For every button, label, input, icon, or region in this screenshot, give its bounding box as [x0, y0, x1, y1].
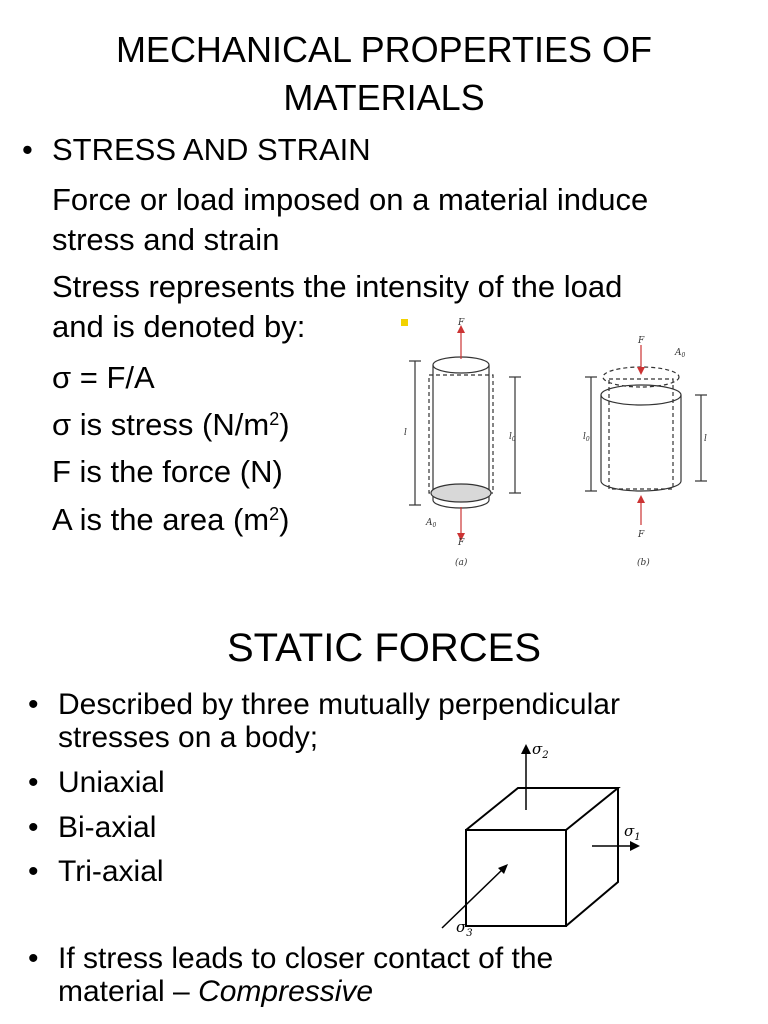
sigma-3-label: σ3	[456, 918, 473, 939]
length0-label-a: l0	[509, 432, 516, 443]
sigma-1-label: σ1	[624, 822, 641, 843]
cylinder-a-top	[432, 356, 490, 374]
para-line-2: stress and strain	[52, 222, 280, 257]
bullet-dot: •	[22, 132, 33, 167]
para-line-1: Force or load imposed on a material indu…	[52, 182, 649, 217]
force-label-b-bottom: F	[637, 530, 645, 540]
caption-b: (b)	[637, 557, 650, 568]
force-label-a-bottom: F	[457, 538, 465, 548]
area-definition: A is the area (m2)	[52, 502, 290, 537]
list-item-described: • Described by three mutually perpendicu…	[28, 688, 620, 754]
bullet-dot: •	[28, 688, 39, 721]
area-label-a: A0	[425, 518, 437, 529]
slide-title: MECHANICAL PROPERTIES OF MATERIALS	[0, 26, 768, 122]
force-label-b-top: F	[637, 336, 645, 346]
para-line-3: Stress represents the intensity of the l…	[52, 269, 623, 304]
area-label-b: A0	[674, 348, 686, 359]
title-line-2: MATERIALS	[283, 77, 485, 118]
tension-compression-figure: F F F F A0 A0 l l0 l0 l (a) (b)	[404, 318, 707, 568]
list-item-triaxial: • Tri-axial	[28, 855, 164, 888]
static-forces-title: STATIC FORCES	[226, 626, 542, 670]
para-line-4: and is denoted by:	[52, 309, 306, 344]
list-item-biaxial: • Bi-axial	[28, 811, 157, 844]
length-label-a: l	[404, 428, 407, 438]
bullet-dot: •	[28, 811, 39, 844]
bullet-dot: •	[28, 766, 39, 799]
stress-strain-heading: • STRESS AND STRAIN	[22, 132, 371, 168]
stress-cube-figure: σ2 σ1 σ3	[441, 740, 641, 939]
force-definition: F is the force (N)	[52, 454, 283, 489]
title-line-1: MECHANICAL PROPERTIES OF	[115, 29, 653, 70]
list-item-compressive: • If stress leads to closer contact of t…	[28, 942, 554, 1008]
bullet-dot: •	[28, 942, 39, 975]
sigma-definition: σ is stress (N/m2)	[52, 407, 290, 442]
force-label-a-top: F	[457, 318, 465, 328]
heading-text: STRESS AND STRAIN	[52, 132, 371, 167]
bullet-dot: •	[28, 855, 39, 888]
yellow-marker	[401, 319, 408, 326]
caption-a: (a)	[455, 557, 468, 568]
length-label-b: l	[704, 434, 707, 444]
length0-label-b: l0	[583, 432, 590, 443]
stress-formula: σ = F/A	[52, 360, 155, 395]
list-item-uniaxial: • Uniaxial	[28, 766, 165, 799]
sigma-2-label: σ2	[532, 740, 549, 761]
